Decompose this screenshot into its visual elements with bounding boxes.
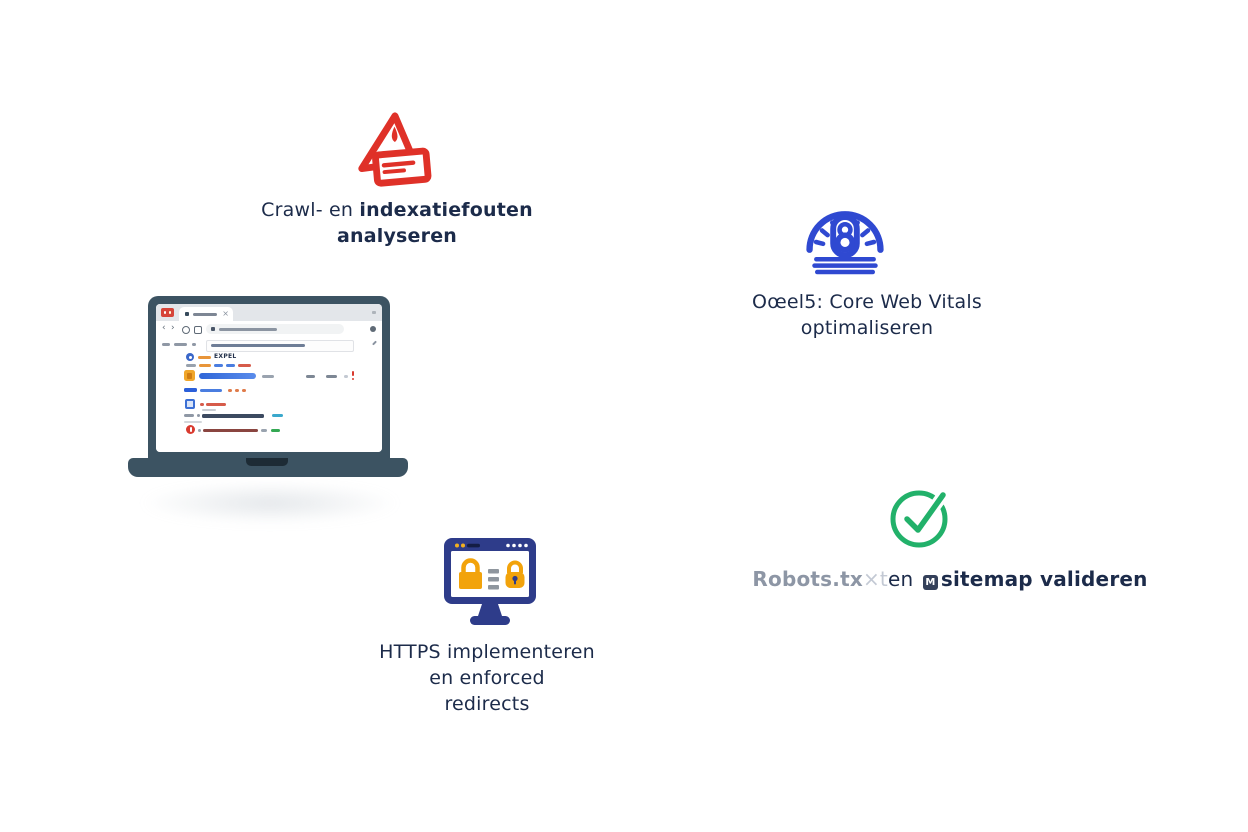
row3-count-bar [184, 388, 197, 392]
row1-link-bar [226, 364, 235, 367]
browser-tab-bar: × [156, 304, 382, 321]
window-menu-dots-icon [506, 543, 528, 548]
row3-stat-bar [228, 388, 232, 392]
speedometer-icon [806, 211, 884, 275]
row1-label: EXPEL [214, 353, 237, 360]
row3-stat-bar [235, 388, 239, 392]
console-search-input [206, 339, 354, 352]
laptop-screen: × ‹ › EXPE [148, 296, 390, 460]
row4-dash-bar [200, 403, 204, 406]
report-site-icon [186, 353, 194, 361]
robots-label-faint: ×t [862, 567, 888, 591]
crawl-label-bold: indexatiefouten [359, 199, 533, 221]
search-query-placeholder [211, 343, 305, 347]
filter-text-placeholder [162, 343, 170, 346]
reload-icon [182, 326, 190, 334]
row1-link-bar [214, 364, 223, 367]
forward-icon: › [171, 323, 175, 333]
address-bar [206, 324, 344, 334]
row1-link-bar [199, 364, 211, 367]
row4-error-text-bar [206, 403, 226, 406]
https-feature-label: HTTPS implementeren en enforced redirect… [337, 639, 637, 717]
gauge-base-lines [812, 257, 878, 275]
back-icon: ‹ [162, 323, 166, 333]
row3-link-bar [200, 388, 222, 392]
robots-label-bold: sitemap valideren [940, 567, 1148, 591]
warning-triangle-icon [358, 112, 432, 187]
row5-subline-bar [184, 420, 202, 423]
robots-label-mid: en [887, 567, 914, 591]
home-icon [194, 326, 202, 334]
https-label-line1: HTTPS implementeren [379, 641, 595, 663]
list-lines-icon [488, 569, 499, 590]
report-error-icon [186, 425, 195, 434]
row2-stat-bar [326, 375, 337, 378]
filter-text-placeholder [192, 343, 196, 346]
https-label-line3: redirects [444, 693, 530, 715]
row5-label-bar [184, 414, 194, 417]
profile-icon [370, 325, 376, 332]
row5-dash-bar [197, 414, 200, 417]
tab-title-placeholder [193, 312, 217, 316]
check-circle-icon [890, 489, 949, 548]
browser-toolbar: ‹ › [156, 321, 382, 338]
monitor-base [470, 616, 510, 625]
new-tab-icon [372, 311, 376, 314]
report-page-icon [185, 399, 195, 409]
row2-stat-bar [306, 375, 315, 378]
row5-link-bar [272, 414, 283, 417]
browser-window: × ‹ › EXPE [156, 304, 382, 452]
secure-monitor-icon [444, 538, 536, 625]
window-controls-icon [161, 308, 174, 317]
sitemap-m-badge-icon: M [922, 575, 938, 590]
row2-value-bar [262, 375, 274, 378]
row6-success-link-bar [271, 429, 280, 432]
robots-label-prefix: Robots.tx [752, 567, 863, 591]
error-exclamation-icon [352, 371, 354, 380]
filter-text-placeholder [174, 343, 187, 346]
row6-error-text-bar [203, 429, 258, 432]
padlock-left-icon [459, 558, 482, 589]
laptop-base [128, 458, 408, 477]
vitals-label-line2: optimaliseren [800, 317, 934, 339]
row5-text-bar [202, 414, 264, 418]
console-report-list: EXPEL [156, 352, 382, 452]
console-filter-bar [156, 337, 382, 353]
row4-subtext-bar [202, 408, 216, 411]
row1-link-bar [238, 364, 251, 367]
tab-favicon-icon [185, 312, 189, 316]
site-security-icon [211, 327, 215, 331]
monitor-stand [478, 604, 502, 616]
tab-close-icon: × [222, 309, 229, 318]
row6-subtext-bar [261, 429, 267, 432]
vitals-feature-label: Oœel5: Core Web Vitals optimaliseren [717, 289, 1017, 341]
edit-icon [372, 340, 377, 346]
row2-dismiss-icon [344, 375, 348, 378]
crawl-feature-label: Crawl- en indexatiefouten analyseren [197, 197, 597, 249]
laptop-shadow [140, 482, 400, 524]
report-warning-icon [184, 370, 195, 381]
laptop-hinge-notch [246, 458, 288, 466]
padlock-right-icon [505, 560, 525, 588]
browser-tab: × [179, 307, 233, 321]
https-label-line2: en enforced [429, 667, 545, 689]
progress-bar [199, 373, 256, 379]
row1-link-bar [186, 364, 196, 367]
crawl-label-regular: Crawl- en [261, 199, 360, 221]
row1-highlight-bar [198, 356, 211, 359]
url-placeholder [219, 327, 277, 331]
window-dot-icon [461, 543, 465, 548]
crawl-label-line2: analyseren [336, 225, 458, 247]
window-bar-icon [467, 543, 480, 548]
window-dot-icon [455, 543, 459, 548]
vitals-label-line1: Oœel5: Core Web Vitals [752, 291, 982, 313]
exclamation-drop-icon [391, 126, 398, 143]
row6-dash-bar [198, 429, 201, 432]
row3-stat-bar [242, 388, 246, 392]
